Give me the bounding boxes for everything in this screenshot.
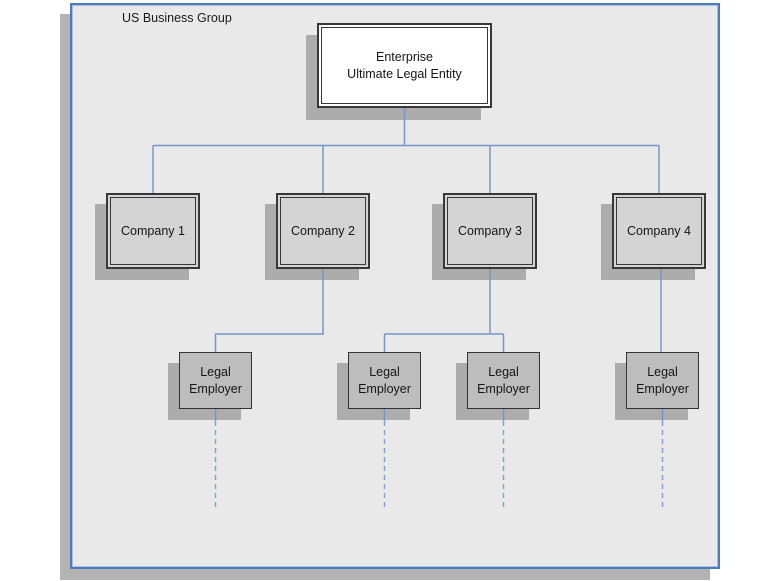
business-group-title: US Business Group xyxy=(122,11,232,25)
company-1-node: Company 1 xyxy=(106,193,200,269)
legal-employer-2-node: Legal Employer xyxy=(348,352,421,409)
enterprise-label-line1: Enterprise xyxy=(376,49,433,64)
enterprise-node: Enterprise Ultimate Legal Entity xyxy=(317,23,492,108)
legal-employer-1-node: Legal Employer xyxy=(179,352,252,409)
legal-employer-4-node: Legal Employer xyxy=(626,352,699,409)
company-2-label: Company 2 xyxy=(280,197,366,265)
enterprise-label: Enterprise Ultimate Legal Entity xyxy=(321,27,488,104)
legal-employer-3-node: Legal Employer xyxy=(467,352,540,409)
enterprise-label-line2: Ultimate Legal Entity xyxy=(347,66,462,81)
company-4-node: Company 4 xyxy=(612,193,706,269)
company-1-label: Company 1 xyxy=(110,197,196,265)
company-3-node: Company 3 xyxy=(443,193,537,269)
company-2-node: Company 2 xyxy=(276,193,370,269)
company-4-label: Company 4 xyxy=(616,197,702,265)
company-3-label: Company 3 xyxy=(447,197,533,265)
